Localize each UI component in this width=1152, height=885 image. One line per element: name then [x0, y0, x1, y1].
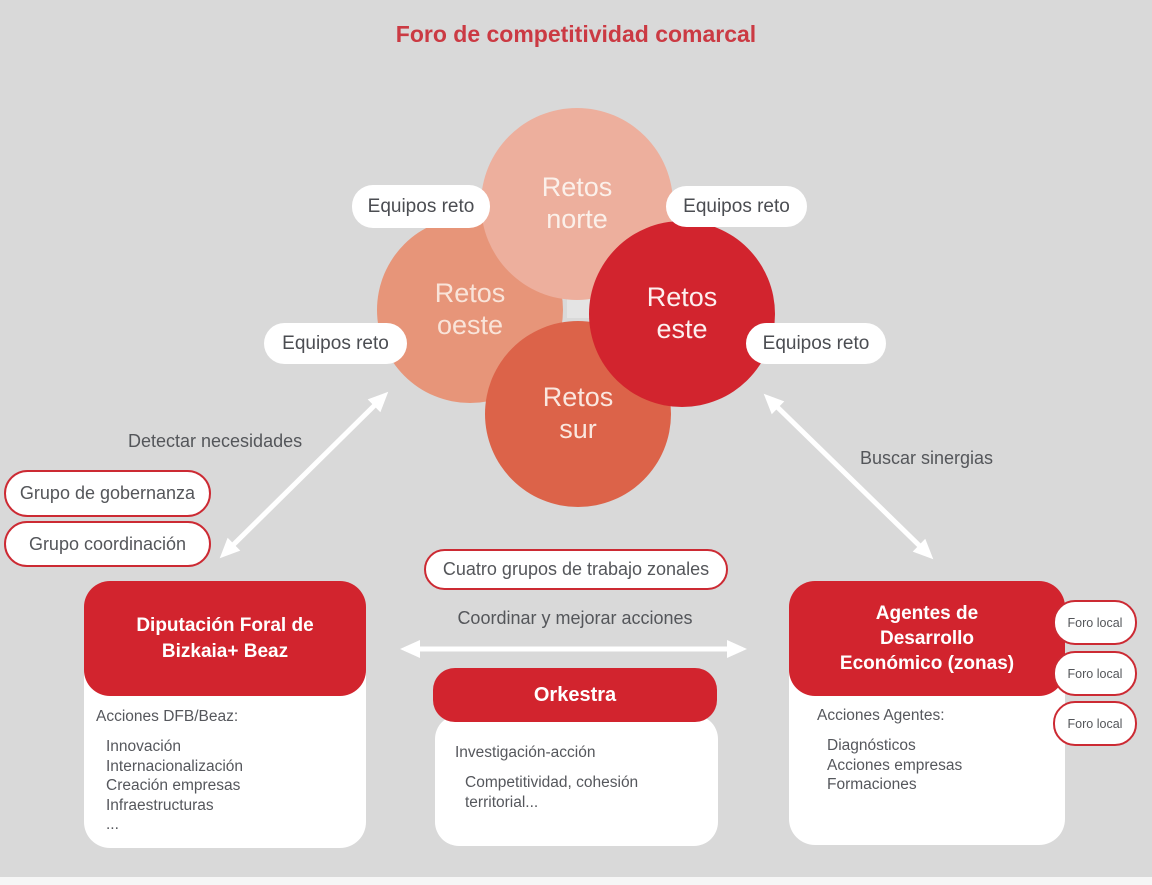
bottom-strip: [0, 877, 1152, 885]
pill-equipos-reto-bottom-left: Equipos reto: [264, 323, 407, 364]
pill-equipos-reto-top-left: Equipos reto: [352, 185, 490, 228]
list-item: ...: [106, 816, 119, 833]
list-item: Diagnósticos: [827, 737, 916, 754]
label-coordinar-mejorar-acciones: Coordinar y mejorar acciones: [457, 608, 693, 628]
card-agentes-header: Agentes de Desarrollo Económico (zonas): [789, 581, 1065, 696]
circle-retos-este: Retos este: [589, 221, 775, 407]
pill-grupo-coordinacion: Grupo coordinación: [4, 521, 211, 567]
card-agentes-items: Diagnósticos Acciones empresas Formacion…: [817, 736, 1051, 795]
card-orkestra-header: Orkestra: [433, 668, 717, 722]
pill-grupo-de-gobernanza: Grupo de gobernanza: [4, 470, 211, 517]
pill-equipos-reto-top-right: Equipos reto: [666, 186, 807, 227]
card-agentes-subtitle: Acciones Agentes:: [817, 707, 945, 724]
double-arrow-left-icon: [219, 391, 389, 559]
page-title: Foro de competitividad comarcal: [395, 21, 757, 47]
list-item: Innovación: [106, 738, 181, 755]
card-orkestra-subtitle: Investigación-acción: [455, 744, 596, 761]
card-orkestra-items: Competitividad, cohesión territorial...: [455, 773, 698, 812]
card-dfb-header: Diputación Foral de Bizkaia+ Beaz: [84, 581, 366, 696]
label-buscar-sinergias: Buscar sinergias: [860, 448, 994, 468]
pill-equipos-reto-bottom-right: Equipos reto: [746, 323, 886, 364]
pill-cuatro-grupos-trabajo-zonales: Cuatro grupos de trabajo zonales: [424, 549, 728, 590]
list-item: Competitividad, cohesión territorial...: [465, 774, 639, 811]
pill-foro-local-3: Foro local: [1053, 701, 1137, 746]
label-detectar-necesidades: Detectar necesidades: [128, 431, 303, 451]
list-item: Formaciones: [827, 776, 917, 793]
card-dfb-subtitle: Acciones DFB/Beaz:: [96, 708, 239, 725]
list-item: Internacionalización: [106, 757, 244, 775]
list-item: Creación empresas: [106, 777, 241, 794]
pill-foro-local-1: Foro local: [1053, 600, 1137, 645]
center-gap-square: [567, 295, 590, 318]
double-arrow-right-icon: [763, 393, 934, 560]
card-dfb-items: Innovación Internacionalización Creación…: [96, 737, 352, 835]
card-orkestra-body: Investigación-acción Competitividad, coh…: [435, 715, 718, 846]
pill-foro-local-2: Foro local: [1053, 651, 1137, 696]
list-item: Acciones empresas: [827, 756, 963, 774]
list-item: Infraestructuras: [106, 796, 214, 814]
